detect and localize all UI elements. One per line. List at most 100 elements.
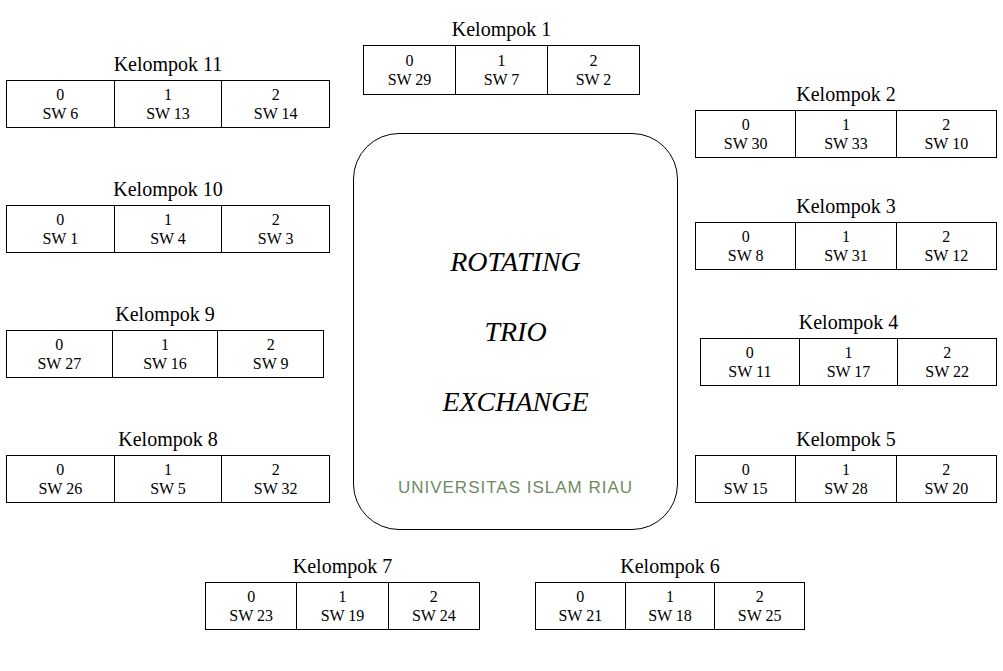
- group-heading: Kelompok 3: [656, 193, 1003, 219]
- member-cell: 2SW 2: [547, 46, 639, 94]
- position-number: 2: [272, 460, 280, 479]
- member-cell: 1SW 18: [625, 583, 715, 629]
- member-label: SW 3: [258, 229, 294, 248]
- position-number: 2: [942, 460, 950, 479]
- member-cell: 0SW 29: [364, 46, 455, 94]
- member-label: SW 15: [724, 479, 768, 498]
- position-number: 0: [55, 335, 63, 354]
- member-label: SW 14: [254, 104, 298, 123]
- member-cell: 2SW 9: [217, 331, 323, 377]
- position-number: 1: [842, 460, 850, 479]
- member-label: SW 7: [484, 70, 520, 89]
- member-cell: 0SW 21: [536, 583, 625, 629]
- member-cell: 1SW 5: [114, 456, 222, 502]
- member-cell: 2SW 14: [221, 81, 329, 127]
- position-number: 1: [164, 460, 172, 479]
- group-box: Kelompok 90SW 271SW 162SW 9: [6, 330, 324, 378]
- position-number: 2: [756, 587, 764, 606]
- position-number: 0: [247, 587, 255, 606]
- group-box: Kelompok 10SW 291SW 72SW 2: [363, 45, 640, 95]
- position-number: 0: [56, 210, 64, 229]
- member-label: SW 33: [824, 134, 868, 153]
- group-heading: Kelompok 6: [496, 553, 844, 579]
- member-label: SW 21: [558, 606, 602, 625]
- position-number: 0: [56, 85, 64, 104]
- member-label: SW 27: [37, 354, 81, 373]
- member-cell: 2SW 22: [897, 339, 996, 385]
- member-label: SW 30: [724, 134, 768, 153]
- member-cell: 0SW 11: [701, 339, 799, 385]
- member-cell: 1SW 31: [795, 223, 895, 269]
- member-cell: 1SW 7: [455, 46, 547, 94]
- member-label: SW 5: [150, 479, 186, 498]
- position-number: 2: [942, 115, 950, 134]
- member-cell: 2SW 25: [714, 583, 804, 629]
- group-heading: Kelompok 2: [656, 81, 1003, 107]
- member-label: SW 10: [924, 134, 968, 153]
- position-number: 0: [742, 227, 750, 246]
- member-cell: 0SW 30: [696, 111, 795, 157]
- position-number: 1: [842, 227, 850, 246]
- group-box: Kelompok 70SW 231SW 192SW 24: [205, 582, 480, 630]
- position-number: 1: [338, 587, 346, 606]
- position-number: 1: [164, 210, 172, 229]
- member-label: SW 20: [924, 479, 968, 498]
- position-number: 2: [430, 587, 438, 606]
- group-heading: Kelompok 4: [661, 309, 1003, 335]
- group-box: Kelompok 60SW 211SW 182SW 25: [535, 582, 805, 630]
- member-label: SW 2: [576, 70, 612, 89]
- member-label: SW 6: [42, 104, 78, 123]
- group-box: Kelompok 80SW 261SW 52SW 32: [6, 455, 330, 503]
- group-heading: Kelompok 1: [324, 16, 679, 42]
- member-label: SW 4: [150, 229, 186, 248]
- member-cell: 2SW 3: [221, 206, 329, 252]
- member-label: SW 9: [253, 354, 289, 373]
- member-cell: 0SW 6: [7, 81, 114, 127]
- position-number: 0: [406, 51, 414, 70]
- group-heading: Kelompok 10: [0, 176, 369, 202]
- member-cell: 2SW 10: [896, 111, 996, 157]
- member-label: SW 11: [728, 362, 771, 381]
- position-number: 0: [742, 460, 750, 479]
- group-box: Kelompok 20SW 301SW 332SW 10: [695, 110, 997, 158]
- position-number: 1: [845, 343, 853, 362]
- member-label: SW 16: [143, 354, 187, 373]
- position-number: 0: [742, 115, 750, 134]
- member-cell: 0SW 23: [206, 583, 296, 629]
- position-number: 2: [272, 210, 280, 229]
- member-cell: 0SW 26: [7, 456, 114, 502]
- member-cell: 1SW 4: [114, 206, 222, 252]
- position-number: 2: [267, 335, 275, 354]
- member-label: SW 18: [648, 606, 692, 625]
- member-label: SW 31: [824, 246, 868, 265]
- group-heading: Kelompok 8: [0, 426, 369, 452]
- group-box: Kelompok 110SW 61SW 132SW 14: [6, 80, 330, 128]
- member-label: SW 13: [146, 104, 190, 123]
- watermark-text: UNIVERSITAS ISLAM RIAU: [353, 478, 678, 498]
- member-cell: 2SW 20: [896, 456, 996, 502]
- member-label: SW 32: [254, 479, 298, 498]
- position-number: 1: [498, 51, 506, 70]
- member-label: SW 8: [728, 246, 764, 265]
- group-box: Kelompok 100SW 11SW 42SW 3: [6, 205, 330, 253]
- position-number: 1: [161, 335, 169, 354]
- position-number: 1: [666, 587, 674, 606]
- member-label: SW 23: [229, 606, 273, 625]
- group-box: Kelompok 50SW 151SW 282SW 20: [695, 455, 997, 503]
- member-cell: 1SW 19: [296, 583, 387, 629]
- member-label: SW 17: [827, 362, 871, 381]
- center-title: ROTATING TRIO EXCHANGE: [421, 227, 611, 437]
- member-cell: 1SW 13: [114, 81, 222, 127]
- member-cell: 1SW 28: [795, 456, 895, 502]
- member-cell: 0SW 1: [7, 206, 114, 252]
- group-heading: Kelompok 7: [166, 553, 519, 579]
- member-label: SW 1: [42, 229, 78, 248]
- member-label: SW 25: [738, 606, 782, 625]
- position-number: 0: [576, 587, 584, 606]
- member-label: SW 28: [824, 479, 868, 498]
- center-box: ROTATING TRIO EXCHANGE: [353, 133, 678, 530]
- position-number: 2: [942, 227, 950, 246]
- member-label: SW 29: [388, 70, 432, 89]
- group-box: Kelompok 40SW 111SW 172SW 22: [700, 338, 997, 386]
